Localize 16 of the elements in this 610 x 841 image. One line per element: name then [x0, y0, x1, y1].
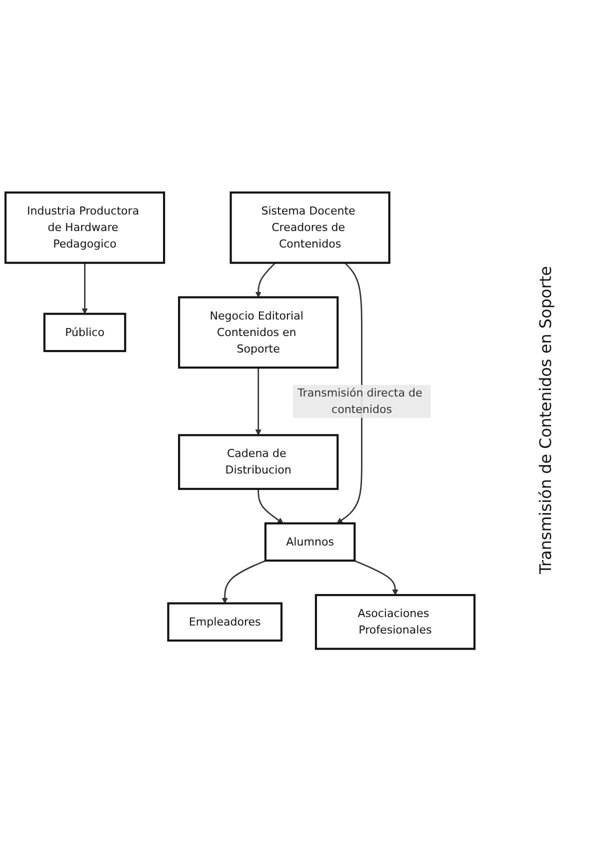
rotated-note: Transmisión de Contenidos en Soporte [536, 266, 554, 574]
node-box: Alumnos [264, 522, 356, 562]
node-box: Asociaciones Profesionales [314, 594, 476, 650]
arrow [255, 262, 276, 298]
arrow [222, 560, 266, 604]
arrow [354, 560, 398, 596]
node-box: Negocio Editorial Contenidos en Soporte [178, 296, 339, 368]
edge-label: Transmisión directa de contenidos [298, 386, 422, 416]
node-box: Industria Productora de Hardware Pedagogico [4, 191, 166, 264]
node-box: Empleadores [167, 602, 283, 642]
arrow [255, 367, 262, 436]
arrow [82, 262, 88, 314]
arrow [258, 488, 284, 524]
node-box: Cadena de Distribucion [178, 434, 339, 490]
node-box: Sistema Docente Creadores de Contenidos [230, 191, 390, 264]
node-box: Público [43, 312, 126, 352]
